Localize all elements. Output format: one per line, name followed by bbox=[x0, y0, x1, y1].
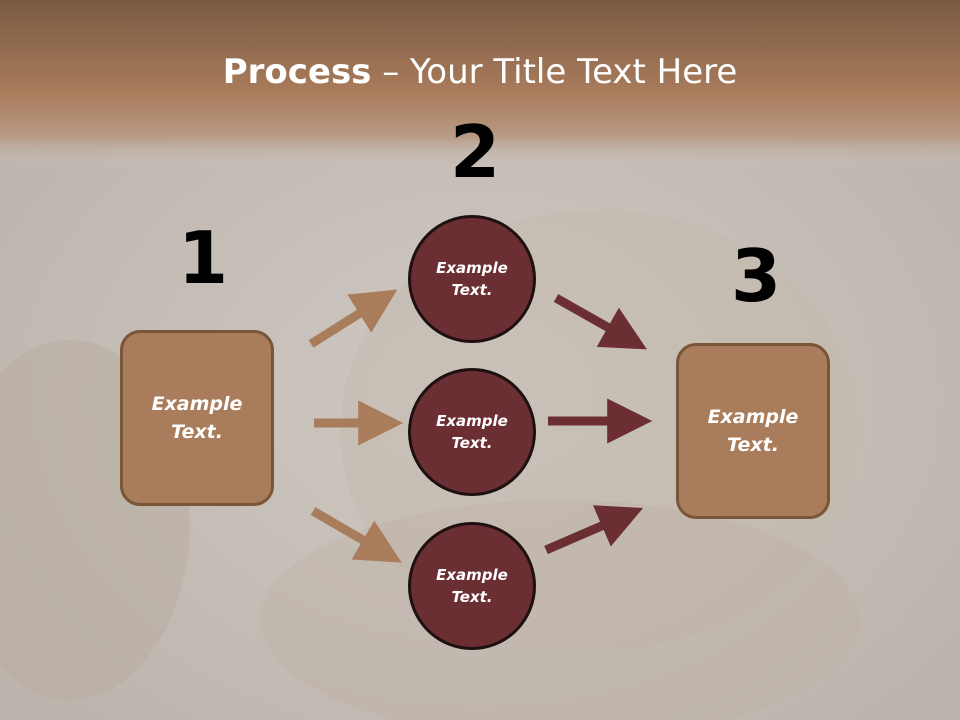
circle-top-line2: Text. bbox=[451, 281, 493, 299]
circle-top-line1: Example bbox=[436, 258, 508, 277]
right-box-line2: Text. bbox=[727, 434, 779, 456]
circle-middle-line2: Text. bbox=[451, 434, 493, 452]
right-box-line1: Example bbox=[707, 405, 799, 428]
title-rest: – Your Title Text Here bbox=[371, 52, 738, 92]
left-box-line1: Example bbox=[151, 392, 243, 415]
left-box-line2: Text. bbox=[171, 421, 223, 443]
circle-middle-line1: Example bbox=[436, 411, 508, 430]
step-1-number: 1 bbox=[178, 216, 229, 300]
title-bold: Process bbox=[222, 52, 372, 92]
step-3-number: 3 bbox=[731, 234, 782, 318]
circle-bottom-line1: Example bbox=[436, 565, 508, 584]
circle-bottom-line2: Text. bbox=[451, 588, 493, 606]
page-title: Process – Your Title Text Here bbox=[0, 52, 960, 92]
step-2-number: 2 bbox=[450, 110, 501, 194]
